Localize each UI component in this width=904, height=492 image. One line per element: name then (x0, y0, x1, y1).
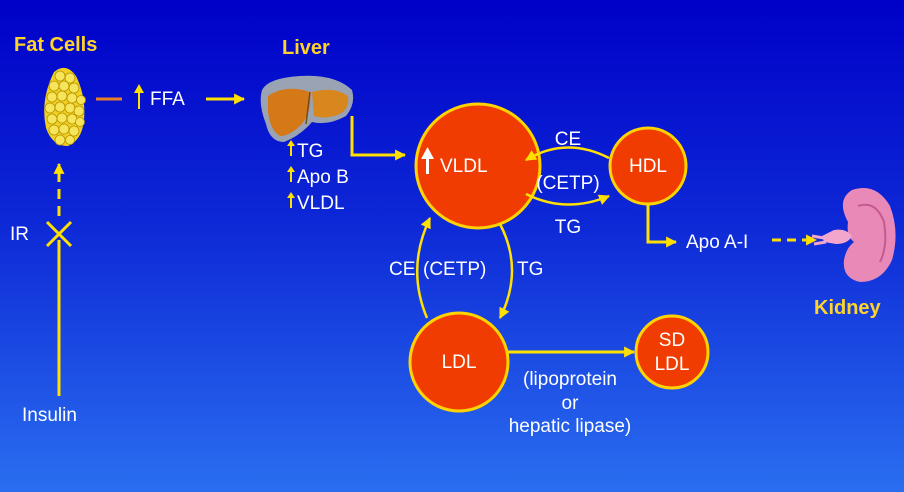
vldl-to-ldl-tg-arrow (498, 223, 514, 319)
fat-cell-cluster-icon (44, 67, 86, 146)
ir-label: IR (10, 224, 29, 245)
hdl-node-label: HDL (628, 156, 667, 177)
insulin-label: Insulin (22, 405, 77, 426)
blocked-x-icon (45, 220, 73, 248)
sd-ldl-label-bottom: LDL (654, 354, 690, 375)
ce-top-label: CE (554, 129, 582, 150)
vldl-to-hdl-tg-arrow (525, 192, 611, 206)
hdl-to-vldl-ce-arrow (525, 146, 610, 162)
tg-right-label: TG (517, 259, 544, 280)
ldl-to-vldl-ce-arrow (415, 217, 432, 319)
vldl-liver-label: VLDL (297, 193, 345, 214)
ldl-node-label: LDL (441, 352, 477, 373)
liver-icon (260, 75, 354, 142)
apo-b-label: Apo B (297, 167, 349, 188)
ffa-label: FFA (150, 89, 185, 110)
sd-ldl-label-top: SD (658, 330, 686, 351)
tg-liver-label: TG (297, 141, 324, 162)
ce-left-label: CE (389, 259, 416, 280)
liver-increase-icons (287, 140, 295, 208)
lipoprotein-label: (lipoprotein (523, 369, 617, 390)
hdl-to-apoai-arrow (646, 204, 678, 248)
ldl-node (408, 311, 510, 413)
liver-to-vldl-arrow (350, 116, 407, 161)
vldl-increase-icon (421, 147, 434, 174)
apo-ai-label: Apo A-I (686, 232, 749, 253)
sd-ldl-node (634, 314, 710, 390)
kidney-icon (811, 188, 896, 282)
liver-label: Liver (282, 37, 330, 59)
vldl-node-label: VLDL (440, 156, 488, 177)
tg-top-label: TG (554, 217, 582, 238)
ffa-increase-icon (134, 84, 144, 109)
vldl-node (414, 102, 542, 230)
cetp-mid-label: (CETP) (423, 259, 487, 280)
or-label: or (561, 393, 579, 414)
hepatic-lipase-label: hepatic lipase) (508, 416, 632, 437)
cetp-top-label: (CETP) (536, 173, 600, 194)
kidney-label: Kidney (814, 297, 881, 319)
fat-cells-label: Fat Cells (14, 34, 98, 56)
